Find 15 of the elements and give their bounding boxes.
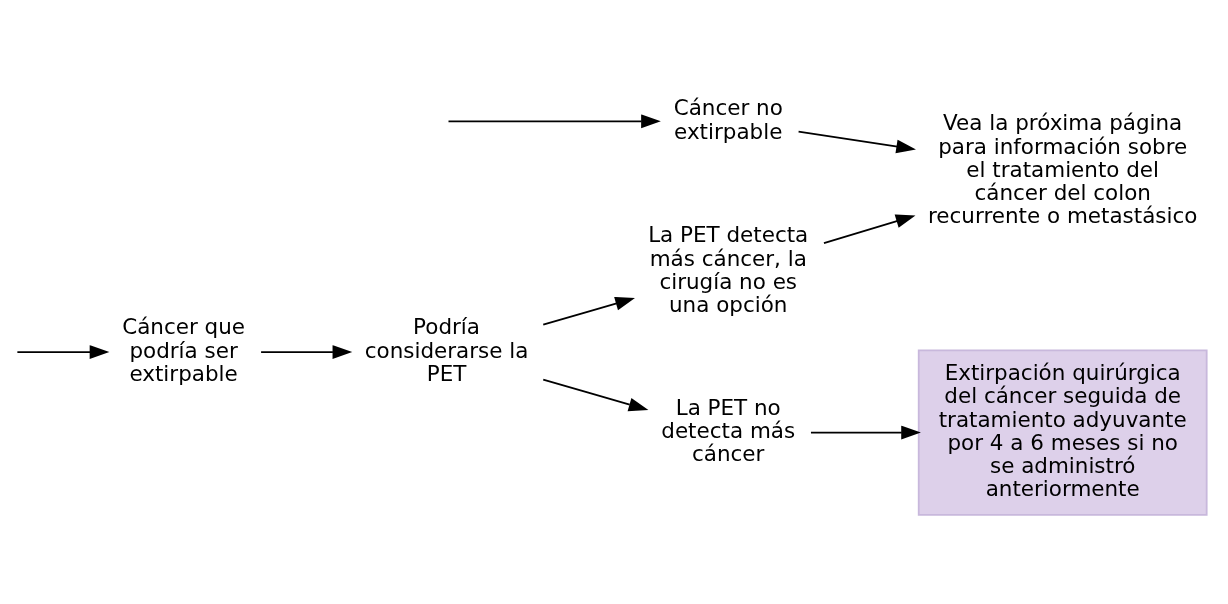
node-text: Cáncer que podría ser extirpable <box>122 314 245 386</box>
arrow <box>542 296 635 326</box>
arrow <box>260 345 353 359</box>
arrow <box>810 425 921 440</box>
arrow <box>16 345 110 359</box>
node-text: Cáncer no extirpable <box>673 95 783 144</box>
node-box: Extirpación quirúrgica del cáncer seguida de tratamiento adyuvante por 4 a 6 meses si no se administró anteriormente <box>917 349 1208 516</box>
node-text: La PET detecta más cáncer, la cirugía no es una opción <box>648 222 809 318</box>
arrow <box>797 130 916 154</box>
arrow <box>823 214 916 245</box>
node-text: Vea la próxima página para información sobre el tratamiento del cáncer del colon recurrente o metastásico <box>928 110 1198 229</box>
arrow <box>447 114 661 129</box>
arrow <box>542 378 649 412</box>
node-text: Podría considerarse la PET <box>364 314 529 386</box>
node-text: La PET no detecta más cáncer <box>661 394 796 467</box>
